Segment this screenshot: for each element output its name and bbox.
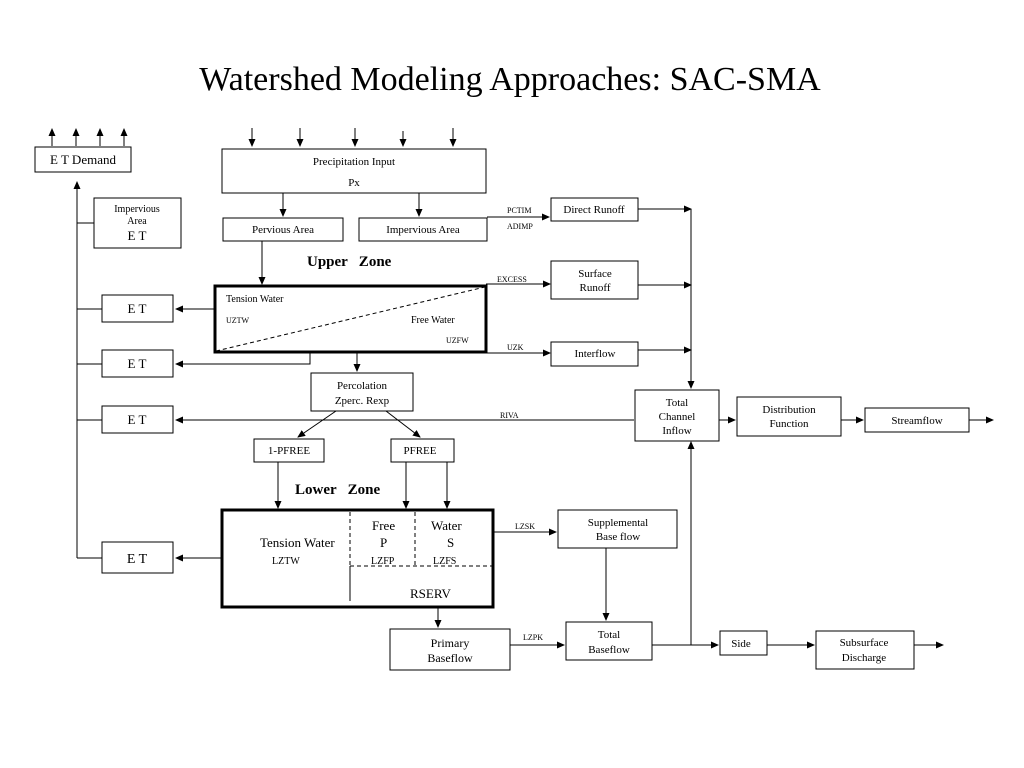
svg-text:P: P (380, 535, 387, 550)
pfree-box: PFREE (390, 438, 455, 463)
et-box-upper-free: E T (101, 349, 174, 378)
et-box-lower: E T (101, 541, 174, 574)
svg-text:E T: E T (127, 552, 148, 567)
svg-text:E T: E T (128, 412, 147, 427)
svg-text:Distribution: Distribution (762, 404, 816, 416)
svg-text:Total: Total (598, 629, 620, 641)
svg-text:Interflow: Interflow (575, 348, 616, 360)
percolation-box: Percolation Zperc. Rexp (310, 372, 414, 412)
impervious-area-et-box: Impervious Area E T (93, 197, 182, 249)
upper-zone-box: Tension Water UZTW Free Water UZFW (213, 284, 488, 354)
svg-text:Tension Water: Tension Water (260, 535, 335, 550)
svg-text:Inflow: Inflow (662, 425, 691, 437)
pctim-label: PCTIM (507, 206, 531, 215)
svg-text:Surface: Surface (578, 268, 612, 280)
svg-text:PFREE: PFREE (403, 445, 436, 457)
lower-zone-box: Tension Water LZTW Free Water P S LZFP L… (220, 508, 495, 609)
svg-text:Side: Side (731, 638, 751, 650)
svg-text:LZTW: LZTW (272, 556, 300, 567)
svg-text:Total: Total (666, 397, 688, 409)
svg-text:E T: E T (128, 228, 147, 243)
et-demand-arrows (48, 128, 128, 146)
svg-text:Precipitation Input: Precipitation Input (313, 156, 395, 168)
svg-text:Free Water: Free Water (411, 315, 455, 326)
svg-text:Area: Area (127, 216, 147, 227)
lower-zone-heading: Lower Zone (295, 482, 380, 498)
svg-text:Percolation: Percolation (337, 380, 388, 392)
svg-text:Impervious: Impervious (114, 204, 160, 215)
primary-baseflow-box: Primary Baseflow (389, 628, 511, 671)
upper-zone-heading: Upper Zone (307, 254, 392, 270)
svg-text:Free: Free (372, 518, 395, 533)
svg-text:UZFW: UZFW (446, 336, 469, 345)
svg-text:Function: Function (769, 418, 809, 430)
svg-text:Discharge: Discharge (842, 652, 887, 664)
total-channel-inflow-box: Total Channel Inflow (634, 389, 720, 442)
svg-text:S: S (447, 535, 454, 550)
side-box: Side (719, 630, 768, 656)
svg-text:Pervious Area: Pervious Area (252, 224, 314, 236)
svg-text:Subsurface: Subsurface (840, 637, 889, 649)
svg-text:LZFS: LZFS (433, 556, 456, 567)
distribution-function-box: Distribution Function (736, 396, 842, 437)
svg-text:Impervious Area: Impervious Area (386, 224, 460, 236)
streamflow-box: Streamflow (864, 407, 970, 433)
svg-text:E T: E T (128, 356, 147, 371)
et-box-riva: E T (101, 405, 174, 434)
svg-text:Streamflow: Streamflow (891, 415, 942, 427)
svg-text:Baseflow: Baseflow (588, 644, 630, 656)
et-box-upper-tension: E T (101, 294, 174, 323)
svg-text:Baseflow: Baseflow (427, 651, 473, 665)
svg-text:1-PFREE: 1-PFREE (268, 445, 310, 457)
svg-text:LZFP: LZFP (371, 556, 395, 567)
impervious-area-box: Impervious Area (358, 217, 488, 242)
riva-label: RIVA (500, 411, 519, 420)
direct-runoff-box: Direct Runoff (550, 197, 639, 222)
et-demand-box: E T Demand (34, 146, 132, 173)
svg-text:Water: Water (431, 518, 462, 533)
svg-text:Supplemental: Supplemental (588, 517, 649, 529)
svg-text:Tension Water: Tension Water (226, 294, 284, 305)
svg-text:Px: Px (348, 177, 360, 189)
svg-text:UZTW: UZTW (226, 316, 250, 325)
uzk-label: UZK (507, 343, 524, 352)
pervious-area-box: Pervious Area (222, 217, 344, 242)
adimp-label: ADIMP (507, 222, 533, 231)
svg-text:Channel: Channel (659, 411, 696, 423)
svg-text:Base flow: Base flow (596, 531, 640, 543)
svg-text:RSERV: RSERV (410, 586, 451, 601)
total-baseflow-box: Total Baseflow (565, 621, 653, 661)
surface-runoff-box: Surface Runoff (550, 260, 639, 300)
precipitation-input-box: Precipitation Input Px (221, 148, 487, 194)
page-title: Watershed Modeling Approaches: SAC-SMA (199, 61, 821, 98)
excess-label: EXCESS (497, 275, 527, 284)
svg-text:Primary: Primary (431, 636, 470, 650)
interflow-box: Interflow (550, 341, 639, 367)
svg-text:E T: E T (128, 301, 147, 316)
supplemental-baseflow-box: Supplemental Base flow (557, 509, 678, 549)
one-minus-pfree-box: 1-PFREE (253, 438, 325, 463)
lzsk-label: LZSK (515, 522, 535, 531)
precipitation-arrows (248, 128, 457, 147)
svg-text:E T Demand: E T Demand (50, 152, 116, 167)
lzpk-label: LZPK (523, 633, 543, 642)
svg-text:Direct Runoff: Direct Runoff (563, 204, 625, 216)
svg-text:Zperc. Rexp: Zperc. Rexp (335, 395, 390, 407)
svg-text:Runoff: Runoff (580, 282, 611, 294)
subsurface-discharge-box: Subsurface Discharge (815, 630, 915, 670)
